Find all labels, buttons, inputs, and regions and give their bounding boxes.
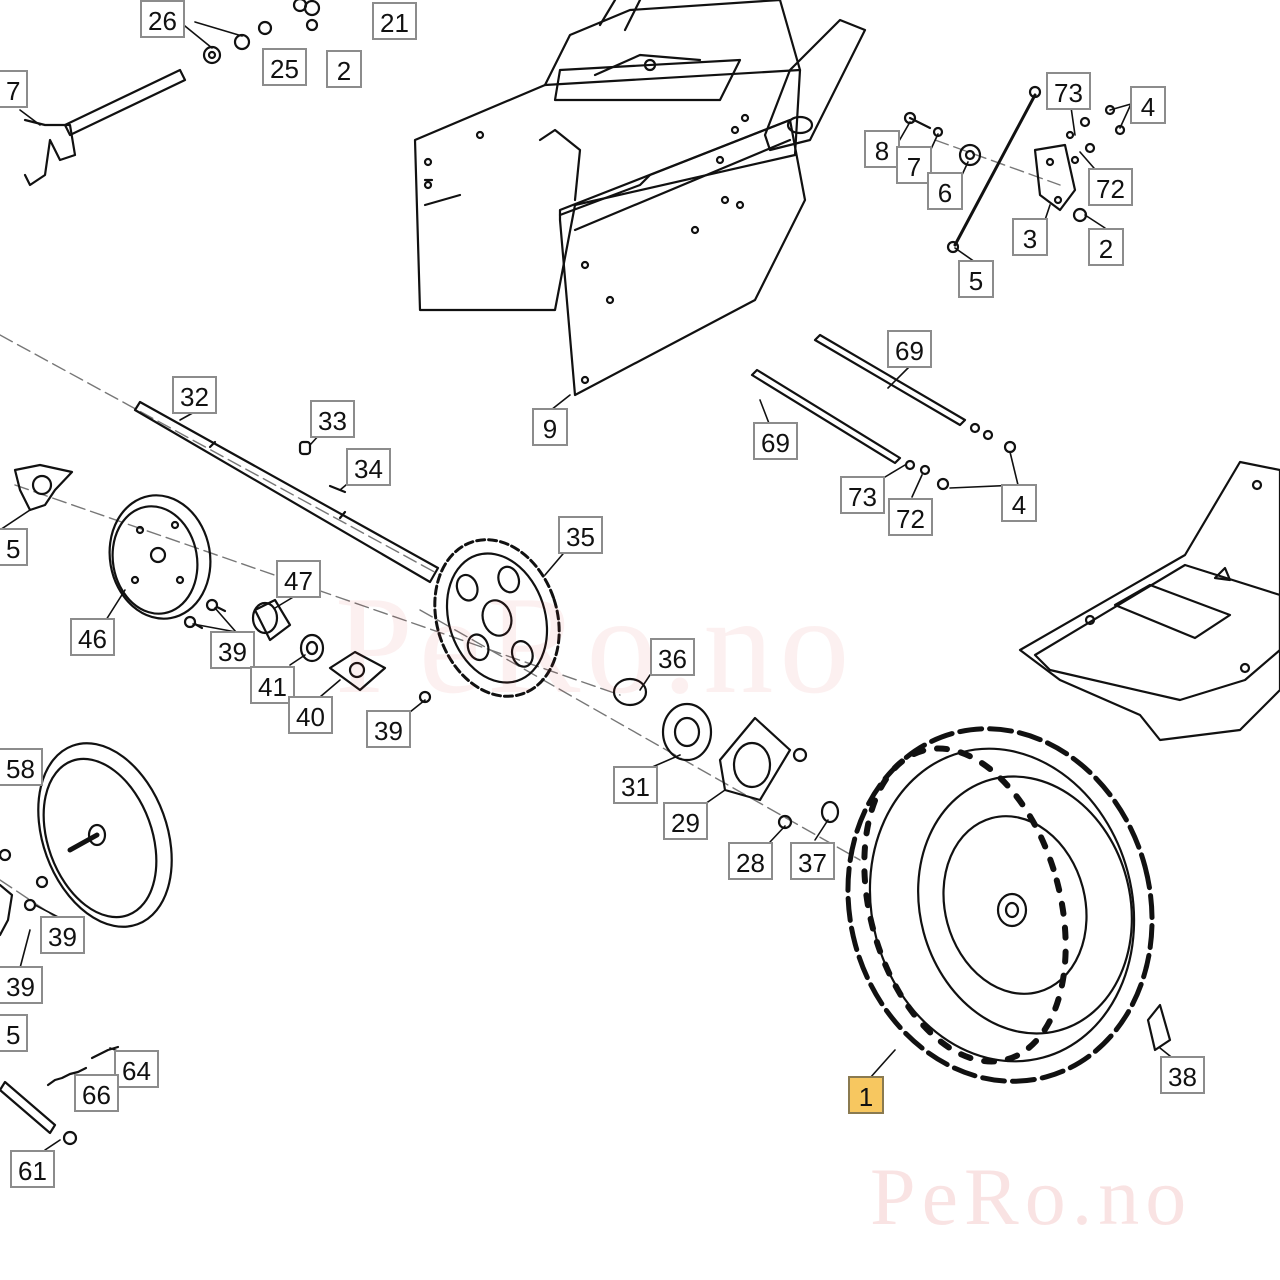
part-label-41[interactable]: 41 bbox=[250, 666, 295, 704]
sprocket-gear bbox=[433, 538, 561, 698]
part-label-5c[interactable]: 5 bbox=[0, 1014, 29, 1052]
part-label-34[interactable]: 34 bbox=[346, 448, 391, 486]
part-label-73[interactable]: 73 bbox=[1046, 72, 1091, 110]
shift-lever-shaft bbox=[23, 68, 187, 187]
part-label-4b[interactable]: 4 bbox=[1001, 484, 1037, 522]
part-label-47[interactable]: 47 bbox=[276, 560, 321, 598]
part-label-6[interactable]: 6 bbox=[927, 172, 963, 210]
part-label-33[interactable]: 33 bbox=[310, 400, 355, 438]
part-label-36[interactable]: 36 bbox=[650, 638, 695, 676]
part-label-58[interactable]: 58 bbox=[0, 748, 43, 786]
cover-plate bbox=[1018, 460, 1280, 742]
part-label-69b[interactable]: 69 bbox=[753, 422, 798, 460]
part-label-2[interactable]: 2 bbox=[326, 50, 362, 88]
part-label-39a[interactable]: 39 bbox=[210, 631, 255, 669]
part-label-21[interactable]: 21 bbox=[372, 2, 417, 40]
part-label-38[interactable]: 38 bbox=[1160, 1056, 1205, 1094]
part-label-35[interactable]: 35 bbox=[558, 516, 603, 554]
part-label-31[interactable]: 31 bbox=[613, 766, 658, 804]
part-label-2b[interactable]: 2 bbox=[1088, 228, 1124, 266]
rod-bottom-left bbox=[0, 1080, 57, 1135]
leader-lines bbox=[0, 21, 1176, 1151]
part-label-69a[interactable]: 69 bbox=[887, 330, 932, 368]
part-label-25[interactable]: 25 bbox=[262, 48, 307, 86]
part-label-5b[interactable]: 5 bbox=[0, 528, 29, 566]
rod-lower bbox=[750, 368, 902, 465]
part-label-32[interactable]: 32 bbox=[172, 376, 217, 414]
drive-pulley bbox=[37, 742, 173, 928]
flange-bearing-left bbox=[13, 463, 74, 512]
valve-cap bbox=[1146, 1003, 1172, 1052]
chassis-frame bbox=[413, 0, 807, 397]
part-label-40[interactable]: 40 bbox=[288, 696, 333, 734]
part-label-26[interactable]: 26 bbox=[140, 0, 185, 38]
rod-upper bbox=[813, 333, 967, 427]
part-label-7[interactable]: 7 bbox=[0, 70, 29, 108]
handle-bracket bbox=[763, 18, 867, 152]
part-label-72[interactable]: 72 bbox=[1088, 168, 1133, 206]
spring-66 bbox=[46, 1066, 88, 1087]
flange-plate-small bbox=[328, 650, 387, 692]
part-label-46[interactable]: 46 bbox=[70, 618, 115, 656]
part-label-39d[interactable]: 39 bbox=[0, 966, 43, 1004]
part-label-39b[interactable]: 39 bbox=[366, 710, 411, 748]
part-label-28[interactable]: 28 bbox=[728, 842, 773, 880]
part-label-72b[interactable]: 72 bbox=[888, 498, 933, 536]
part-label-29[interactable]: 29 bbox=[663, 802, 708, 840]
part-label-8[interactable]: 8 bbox=[864, 130, 900, 168]
part-label-66[interactable]: 66 bbox=[74, 1074, 119, 1112]
part-label-1-highlighted[interactable]: 1 bbox=[848, 1076, 884, 1114]
part-label-5[interactable]: 5 bbox=[958, 260, 994, 298]
part-label-37[interactable]: 37 bbox=[790, 842, 835, 880]
wheel-tire bbox=[845, 726, 1155, 1084]
part-label-9[interactable]: 9 bbox=[532, 408, 568, 446]
part-label-7b[interactable]: 7 bbox=[896, 146, 932, 184]
axle-shaft bbox=[133, 400, 440, 584]
part-label-73b[interactable]: 73 bbox=[840, 476, 885, 514]
part-label-61[interactable]: 61 bbox=[10, 1150, 55, 1188]
part-label-4[interactable]: 4 bbox=[1130, 86, 1166, 124]
part-label-39c[interactable]: 39 bbox=[40, 916, 85, 954]
bearing-flange bbox=[718, 716, 792, 802]
bracket-plate bbox=[1033, 143, 1077, 212]
drive-disc bbox=[108, 494, 212, 620]
part-label-3[interactable]: 3 bbox=[1012, 218, 1048, 256]
part-label-64[interactable]: 64 bbox=[114, 1050, 159, 1088]
